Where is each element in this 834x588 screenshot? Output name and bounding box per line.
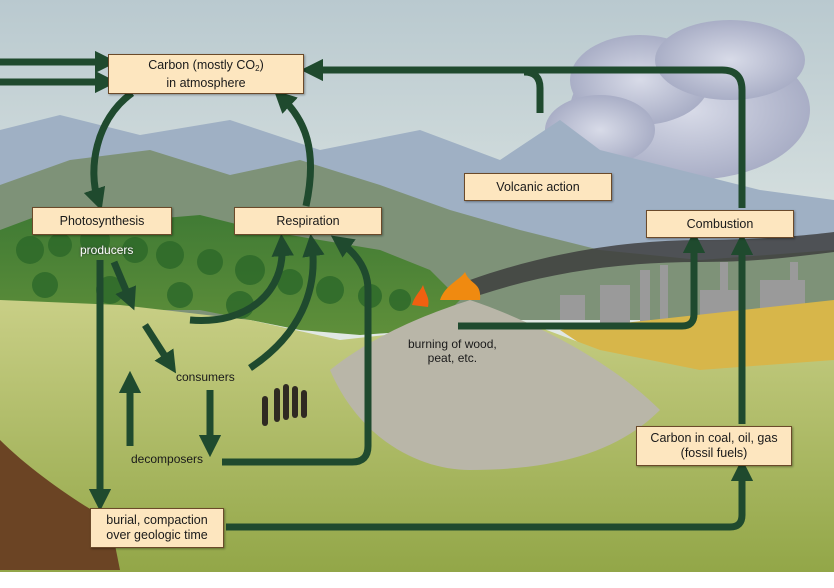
arrow-volcano-branch (523, 68, 544, 113)
arrow-atmosphere-to-photosynthesis (83, 90, 135, 211)
burning-label: burning of wood, peat, etc. (408, 337, 497, 365)
arrow-producers-to-consumers (142, 323, 177, 374)
atmosphere-box: Carbon (mostly CO2) in atmosphere (108, 54, 304, 94)
atmosphere-line1: Carbon (mostly CO2) (148, 58, 264, 76)
atmosphere-text-post: ) (259, 57, 264, 72)
atmosphere-text-pre: Carbon (mostly CO (148, 57, 256, 72)
arrow-respiration-to-atmosphere (273, 90, 315, 207)
atmosphere-subscript: 2 (255, 63, 260, 73)
respiration-label: Respiration (276, 213, 340, 228)
arrow-burning-to-combustion (458, 230, 706, 330)
burial-line2: over geologic time (106, 528, 208, 542)
photosynthesis-label: Photosynthesis (59, 213, 145, 228)
photosynthesis-box: Photosynthesis (32, 207, 172, 235)
arrow-decomposers-to-respiration (222, 235, 372, 466)
burial-line1: burial, compaction (106, 513, 208, 527)
fossil-line2: (fossil fuels) (680, 446, 748, 460)
consumers-label: consumers (176, 370, 235, 384)
wood-pile (330, 300, 660, 470)
forest (0, 210, 460, 335)
combustion-label: Combustion (686, 216, 754, 231)
people-silhouettes (262, 384, 307, 426)
fossil-line1: Carbon in coal, oil, gas (650, 431, 778, 445)
respiration-box: Respiration (234, 207, 382, 235)
arrow-combustion-to-atmosphere (300, 58, 746, 208)
fossil-fuels-box: Carbon in coal, oil, gas (fossil fuels) (636, 426, 792, 466)
volcanic-cloud (545, 20, 810, 180)
burning-line1: burning of wood, (408, 337, 497, 351)
decomposers-label: decomposers (131, 452, 204, 466)
producers-label: producers (80, 243, 134, 257)
atmosphere-line2: in atmosphere (166, 75, 246, 90)
arrow-producers-to-respiration (189, 233, 294, 324)
arrow-producers-to-midpoint (110, 260, 136, 311)
burning-line2: peat, etc. (427, 351, 478, 365)
arrow-burial-to-fossil (226, 458, 754, 531)
combustion-box: Combustion (646, 210, 794, 238)
volcanic-action-box: Volcanic action (464, 173, 612, 201)
bottom-margin (0, 572, 834, 588)
cycle-arrows (0, 50, 754, 531)
burial-box: burial, compaction over geologic time (90, 508, 224, 548)
volcanic-action-label: Volcanic action (496, 179, 580, 194)
fire (412, 272, 481, 307)
arrow-consumers-to-respiration (248, 233, 325, 371)
